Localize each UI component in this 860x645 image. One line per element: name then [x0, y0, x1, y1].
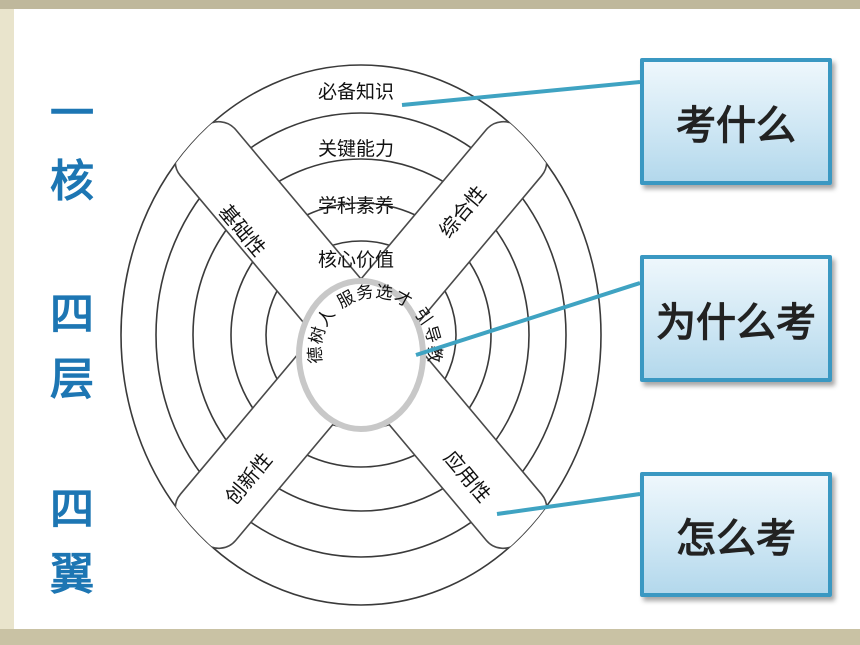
connector-what [401, 80, 641, 107]
side-char-si-2: 四 [50, 484, 94, 535]
ring-3 [192, 158, 530, 512]
connector-how [496, 492, 641, 516]
side-char-si-1: 四 [50, 289, 94, 340]
side-char-he: 核 [50, 156, 94, 207]
ring-2 [155, 112, 567, 558]
side-char-yi-wing: 翼 [50, 549, 94, 600]
connector-why [415, 281, 641, 357]
top-bar [0, 0, 860, 9]
callout-how-to-test: 怎么考 [640, 472, 832, 597]
callout-what-to-test: 考什么 [640, 58, 832, 185]
left-strip [0, 9, 14, 645]
ring-4 [230, 202, 492, 468]
center-circle [296, 278, 426, 432]
side-char-yi: 一 [50, 88, 94, 139]
bottom-bar [0, 629, 860, 645]
callout-why-test: 为什么考 [640, 255, 832, 382]
ring-label-ability: 关键能力 [318, 138, 394, 160]
ring-label-knowledge: 必备知识 [318, 81, 394, 103]
ring-outer [120, 64, 602, 606]
ring-label-literacy: 学科素养 [318, 195, 394, 217]
side-char-ceng: 层 [50, 354, 94, 405]
ring-label-value: 核心价值 [318, 249, 394, 271]
